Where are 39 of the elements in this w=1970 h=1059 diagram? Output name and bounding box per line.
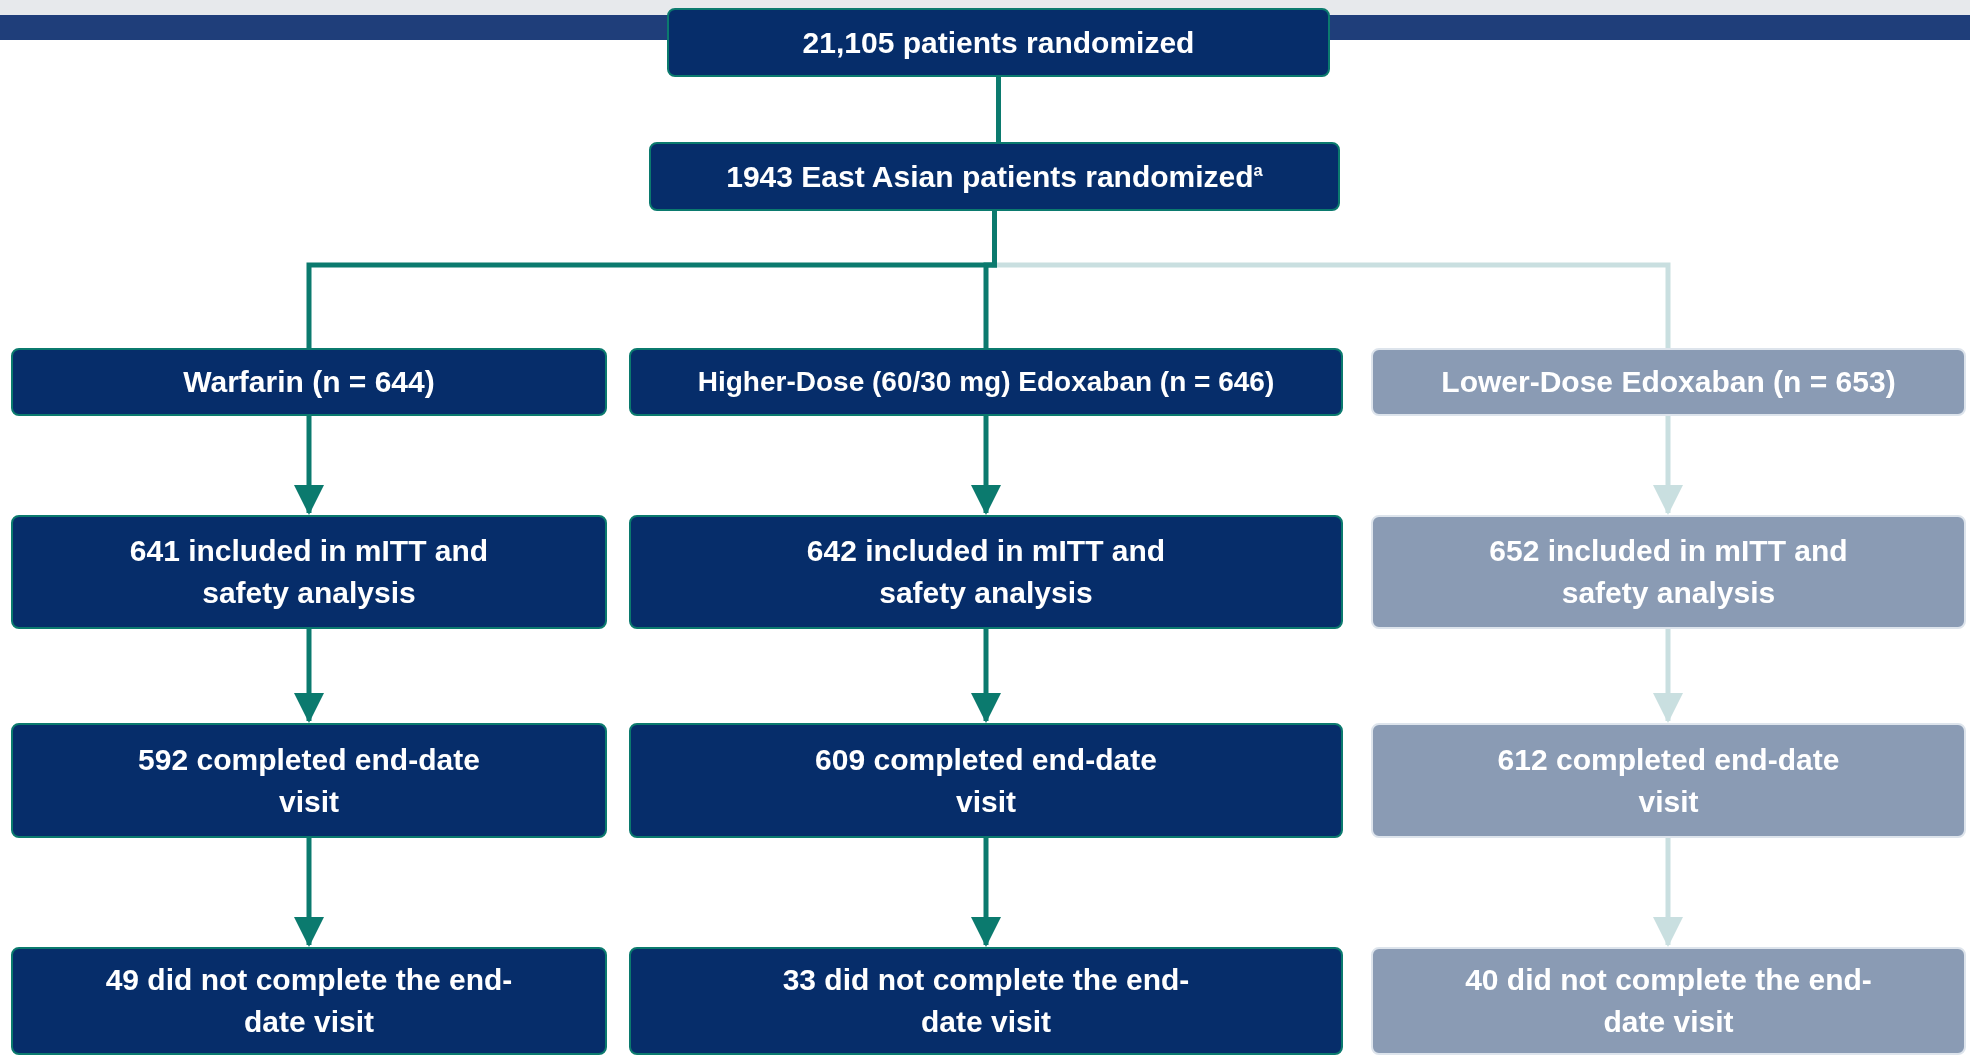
connector-line [996, 77, 1001, 142]
box-label: 49 did not complete the end-date visit [104, 962, 514, 1040]
arrow [294, 838, 324, 947]
connector-line [983, 211, 997, 348]
flow-box [667, 8, 1330, 77]
box-label: 33 did not complete the end-date visit [781, 962, 1191, 1040]
arrow [294, 416, 324, 515]
arrow [1653, 629, 1683, 723]
flow-box [629, 947, 1343, 1055]
arrow [294, 629, 324, 723]
flow-box [1371, 723, 1966, 838]
box-label: 21,105 patients randomized [802, 24, 1195, 61]
flow-box [11, 723, 607, 838]
flow-box [629, 515, 1343, 629]
arrow [971, 416, 1001, 515]
flow-box [629, 348, 1343, 416]
flow-box [1371, 348, 1966, 416]
flow-box [11, 947, 607, 1055]
box-label: 609 completed end-date visit [814, 741, 1158, 820]
flow-box [629, 723, 1343, 838]
box-label: 40 did not complete the end-date visit [1464, 962, 1873, 1040]
arrow [971, 838, 1001, 947]
arrow [1653, 416, 1683, 515]
box-label: 592 completed end-date visit [137, 741, 481, 820]
box-label: 641 included in mITT and safety analysis [128, 533, 490, 611]
box-label: 612 completed end-date visit [1496, 741, 1841, 820]
box-label: Lower-Dose Edoxaban (n = 653) [1441, 364, 1896, 400]
flow-box [1371, 947, 1966, 1055]
flow-box [1371, 515, 1966, 629]
box-label: Warfarin (n = 644) [183, 364, 435, 400]
flow-box [11, 348, 607, 416]
box-label: 652 included in mITT and safety analysis [1488, 533, 1849, 611]
box-label: Higher-Dose (60/30 mg) Edoxaban (n = 646) [697, 365, 1275, 400]
box-label: 1943 East Asian patients randomized$^{a}$ [726, 158, 1263, 195]
flow-box [649, 142, 1340, 211]
arrow [1653, 838, 1683, 947]
arrow [971, 629, 1001, 723]
box-label: 642 included in mITT and safety analysis [805, 533, 1167, 611]
flow-box [11, 515, 607, 629]
